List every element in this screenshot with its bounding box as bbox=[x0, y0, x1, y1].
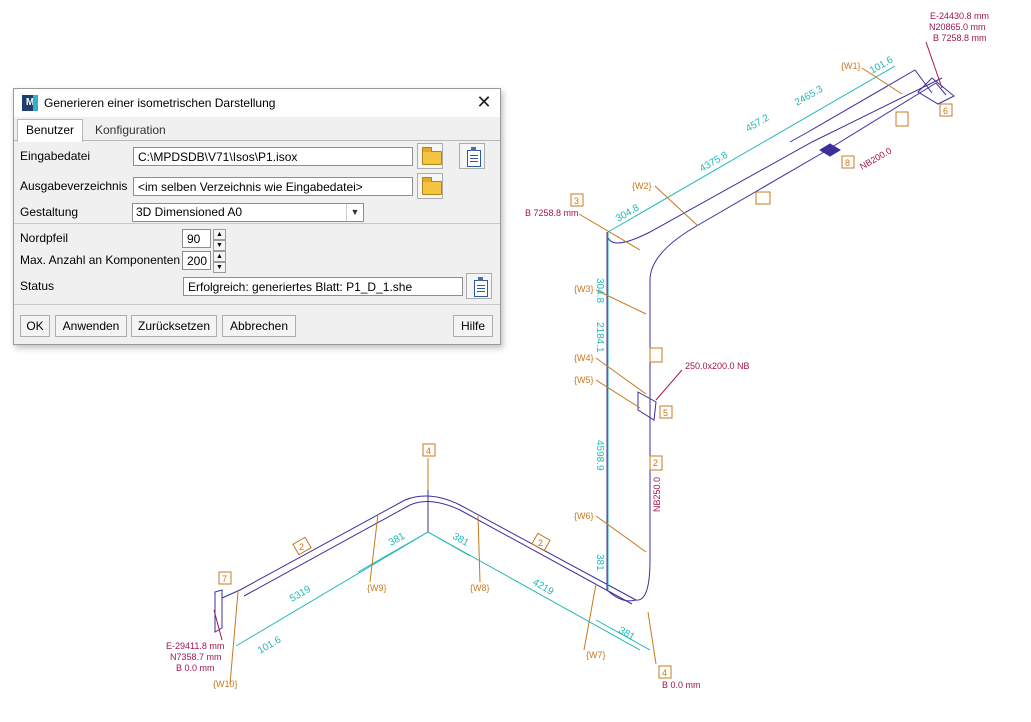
leader-lines bbox=[229, 67, 903, 685]
divider bbox=[14, 223, 500, 224]
chevron-down-icon[interactable]: ▼ bbox=[346, 204, 363, 221]
chevron-down-icon[interactable]: ▼ bbox=[213, 262, 226, 273]
chevron-up-icon[interactable]: ▲ bbox=[213, 229, 226, 240]
box-label-3: 3 bbox=[574, 196, 579, 206]
dim-4219: 4219 bbox=[531, 577, 556, 598]
pipe-end-right bbox=[917, 77, 955, 105]
style-select[interactable]: 3D Dimensioned A0 ▼ bbox=[132, 203, 364, 222]
weld-w1: {W1} bbox=[841, 61, 861, 71]
app-logo-icon: M bbox=[22, 95, 38, 111]
clipboard-icon bbox=[474, 277, 488, 297]
north-arrow-spinner[interactable]: ▲▼ bbox=[213, 229, 226, 251]
weld-w3: {W3} bbox=[574, 284, 594, 294]
output-dir-field[interactable]: <im selben Verzeichnis wie Eingabedatei> bbox=[133, 177, 413, 196]
dim-457-2: 457.2 bbox=[744, 112, 772, 134]
box-label-2-mid: 2 bbox=[538, 538, 543, 548]
close-icon[interactable]: ✕ bbox=[476, 92, 492, 112]
coord-bottom-left-n: N7358.7 mm bbox=[170, 652, 222, 662]
pipe-inner-run bbox=[606, 77, 943, 602]
coord-top-right-n: N20865.0 mm bbox=[929, 22, 986, 32]
label-boxes bbox=[218, 103, 953, 679]
box-label-6: 6 bbox=[943, 106, 948, 116]
output-dir-label: Ausgabeverzeichnis bbox=[20, 179, 128, 193]
coord-leaders bbox=[213, 41, 943, 641]
dialog-titlebar[interactable]: M Generieren einer isometrischen Darstel… bbox=[14, 89, 500, 117]
box-label-2-left: 2 bbox=[299, 542, 304, 552]
help-button[interactable]: Hilfe bbox=[453, 315, 493, 337]
tab-bar: Benutzer Konfiguration bbox=[14, 119, 500, 142]
input-file-label: Eingabedatei bbox=[20, 149, 91, 163]
style-select-value: 3D Dimensioned A0 bbox=[136, 205, 243, 219]
coord-top-right-e: E-24430.8 mm bbox=[930, 11, 989, 21]
valve bbox=[819, 143, 841, 157]
reducer bbox=[637, 391, 657, 421]
pipe-upper-run bbox=[789, 69, 933, 143]
dim-304-8-vertical: 304.8 bbox=[594, 278, 605, 303]
divider bbox=[14, 304, 500, 305]
generate-iso-dialog: M Generieren einer isometrischen Darstel… bbox=[13, 88, 501, 345]
status-label: Status bbox=[20, 279, 55, 293]
weld-w8: {W8} bbox=[470, 583, 490, 593]
coord-bottom-left-e: E-29411.8 mm bbox=[166, 641, 224, 651]
nb-label-upper: NB200.0 bbox=[858, 146, 893, 172]
weld-w4: {W4} bbox=[574, 353, 594, 363]
pipe-upper-run-outer bbox=[635, 82, 947, 601]
copy-status-button[interactable] bbox=[466, 273, 492, 299]
box-label-8: 8 bbox=[845, 158, 850, 168]
max-components-label: Max. Anzahl an Komponenten bbox=[20, 253, 181, 267]
reducer-label: 250.0x200.0 NB bbox=[685, 361, 750, 371]
folder-open-icon bbox=[422, 177, 442, 195]
weld-w6: {W6} bbox=[574, 511, 594, 521]
north-arrow-input[interactable]: 90 bbox=[182, 229, 211, 248]
chevron-down-icon[interactable]: ▼ bbox=[213, 240, 226, 251]
box-label-4-top: 4 bbox=[426, 446, 431, 456]
weld-w9: {W9} bbox=[367, 583, 387, 593]
cancel-button[interactable]: Abbrechen bbox=[222, 315, 296, 337]
input-file-field[interactable]: C:\MPDSDB\V71\Isos\P1.isox bbox=[133, 147, 413, 166]
chevron-up-icon[interactable]: ▲ bbox=[213, 251, 226, 262]
copy-path-button[interactable] bbox=[459, 143, 485, 169]
dim-2184-1: 2184.1 bbox=[594, 322, 605, 353]
north-arrow-label: Nordpfeil bbox=[20, 231, 69, 245]
reset-button[interactable]: Zurücksetzen bbox=[131, 315, 217, 337]
dialog-title: Generieren einer isometrischen Darstellu… bbox=[44, 96, 276, 110]
box-label-7: 7 bbox=[222, 574, 227, 584]
tab-konfiguration[interactable]: Konfiguration bbox=[95, 123, 166, 137]
max-components-input[interactable]: 200 bbox=[182, 251, 211, 270]
pipe-lower-run-inner bbox=[243, 500, 633, 605]
box-label-5: 5 bbox=[663, 408, 668, 418]
coord-top-right-b: B 7258.8 mm bbox=[933, 33, 987, 43]
dim-4598-9: 4598.9 bbox=[594, 440, 605, 471]
style-label: Gestaltung bbox=[20, 205, 79, 219]
browse-file-button[interactable] bbox=[417, 143, 443, 169]
apply-button[interactable]: Anwenden bbox=[55, 315, 127, 337]
weld-w7: {W7} bbox=[586, 650, 606, 660]
elevation-bottom: B 0.0 mm bbox=[662, 680, 701, 690]
pipe-end-left bbox=[214, 589, 223, 633]
dim-304-8-horizontal: 304.8 bbox=[614, 202, 642, 224]
dim-5319: 5319 bbox=[288, 584, 313, 605]
dimension-lines bbox=[235, 65, 896, 651]
coord-bottom-left-b: B 0.0 mm bbox=[176, 663, 215, 673]
dim-101-6-bottom: 101.6 bbox=[256, 634, 284, 656]
status-field: Erfolgreich: generiertes Blatt: P1_D_1.s… bbox=[183, 277, 463, 296]
clipboard-icon bbox=[467, 147, 481, 167]
weld-w2: {W2} bbox=[632, 181, 652, 191]
pipe-route bbox=[214, 69, 955, 633]
box-label-4-bottom: 4 bbox=[662, 668, 667, 678]
max-components-spinner[interactable]: ▲▼ bbox=[213, 251, 226, 273]
tab-benutzer[interactable]: Benutzer bbox=[17, 119, 84, 142]
elevation-left: B 7258.8 mm bbox=[525, 208, 579, 218]
browse-dir-button[interactable] bbox=[417, 173, 443, 199]
ok-button[interactable]: OK bbox=[20, 315, 50, 337]
nb-label-vertical: NB250.0 bbox=[652, 477, 662, 512]
weld-w10: {W10} bbox=[213, 679, 238, 689]
weld-w5: {W5} bbox=[574, 375, 594, 385]
box-label-2-vertical: 2 bbox=[653, 458, 658, 468]
dim-2465-3: 2465.3 bbox=[793, 84, 825, 109]
folder-open-icon bbox=[422, 147, 442, 165]
dim-381-vertical: 381 bbox=[594, 554, 605, 571]
